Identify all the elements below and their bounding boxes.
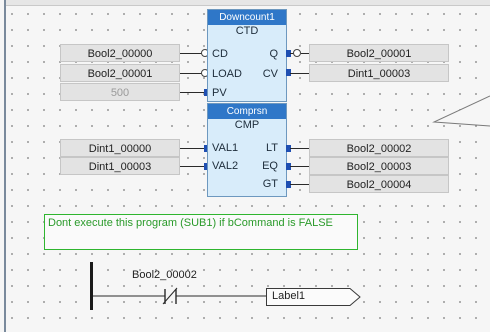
cmp-function-block[interactable]: Comprsn CMP VAL1 VAL2 LT EQ GT (207, 103, 287, 197)
jump-label-text: Label1 (272, 290, 306, 302)
wire (180, 148, 204, 149)
wire (290, 184, 309, 185)
counter-output-cv-var[interactable]: Dint1_00003 (309, 64, 449, 82)
pin-marker-icon (286, 50, 291, 57)
pin-label-lt: LT (265, 142, 278, 154)
pin-marker-icon (286, 145, 291, 152)
wire (180, 92, 204, 93)
normally-closed-contact-icon[interactable] (93, 286, 268, 308)
pin-label-q: Q (269, 48, 278, 60)
wire (290, 148, 309, 149)
pin-marker-icon (204, 89, 209, 96)
pin-label-pv: PV (212, 87, 227, 99)
counter-input-cd-var[interactable]: Bool2_00000 (60, 44, 180, 62)
pin-label-cv: CV (262, 68, 278, 80)
pin-label-gt: GT (262, 178, 278, 190)
pin-label-cd: CD (212, 48, 228, 60)
wire (290, 166, 309, 167)
callout-pointer-shape (432, 95, 490, 127)
block-type: CMP (234, 119, 260, 131)
pin-label-eq: EQ (262, 160, 278, 172)
block-instance-name: Comprsn (208, 104, 286, 119)
pin-label-load: LOAD (212, 68, 242, 80)
rung-comment[interactable]: Dont execute this program (SUB1) if bCom… (44, 214, 358, 250)
jump-arrow-shape (266, 288, 361, 306)
ctd-function-block[interactable]: Downcount1 CTD CD LOAD PV Q CV (207, 9, 287, 102)
compare-output-gt-var[interactable]: Bool2_00004 (309, 175, 449, 193)
compare-input-val1-var[interactable]: Dint1_00000 (60, 139, 180, 157)
negation-circle-icon (293, 49, 301, 57)
compare-output-lt-var[interactable]: Bool2_00002 (309, 139, 449, 157)
wire (180, 73, 202, 74)
counter-output-q-var[interactable]: Bool2_00001 (309, 44, 449, 62)
pin-label-val1: VAL1 (212, 142, 239, 154)
wire (290, 53, 294, 54)
pin-label-val2: VAL2 (212, 160, 239, 172)
wire (180, 166, 204, 167)
pin-marker-icon (286, 181, 291, 188)
pin-marker-icon (286, 69, 291, 76)
wire (301, 53, 309, 54)
compare-output-eq-var[interactable]: Bool2_00003 (309, 157, 449, 175)
contact-variable-label: Bool2_00002 (132, 269, 197, 281)
pin-marker-icon (204, 163, 209, 170)
counter-input-pv-var[interactable]: 500 (60, 83, 180, 101)
wire (290, 73, 309, 74)
left-power-rail (90, 262, 93, 310)
editor-top-border (4, 0, 490, 6)
block-type: CTD (235, 25, 259, 37)
pin-marker-icon (204, 145, 209, 152)
block-instance-name: Downcount1 (208, 10, 286, 25)
counter-input-load-var[interactable]: Bool2_00001 (60, 64, 180, 82)
compare-input-val2-var[interactable]: Dint1_00003 (60, 157, 180, 175)
wire (180, 53, 202, 54)
editor-left-border (4, 0, 6, 332)
pin-marker-icon (286, 163, 291, 170)
